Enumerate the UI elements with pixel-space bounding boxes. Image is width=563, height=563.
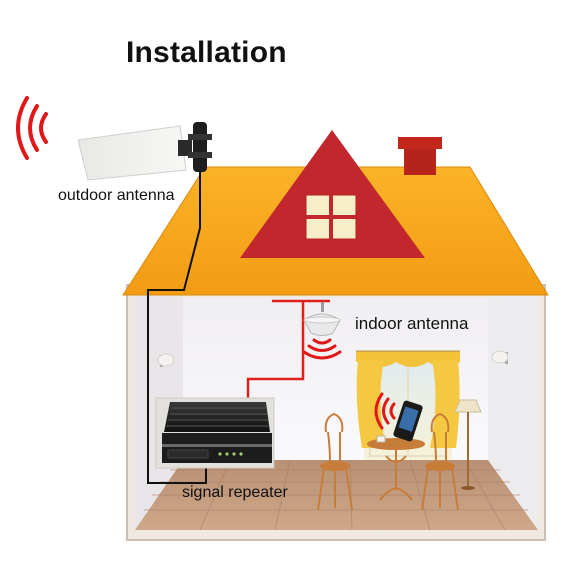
curtain-left [356, 360, 386, 448]
cup [376, 435, 386, 443]
gable-window [305, 194, 357, 240]
floor-lamp [454, 399, 482, 490]
wall-lamp-right [491, 350, 509, 364]
indoor-antenna-label: indoor antenna [355, 314, 469, 333]
wall-lamp-left [157, 353, 175, 367]
chimney [398, 137, 442, 175]
cable-outdoor-to-repeater [147, 172, 207, 484]
outdoor-antenna [77, 122, 212, 181]
roof-gable [240, 130, 425, 258]
mobile-phone-icon [393, 400, 423, 442]
roof [122, 130, 549, 296]
page-title: Installation [126, 36, 287, 69]
signal-repeater [155, 397, 275, 469]
indoor-signal-waves-icon [302, 338, 342, 360]
cable-repeater-to-indoor-antenna [246, 299, 330, 400]
outdoor-antenna-label: outdoor antenna [58, 187, 175, 204]
indoor-antenna [303, 302, 341, 336]
phone-signal-waves-icon [374, 392, 396, 430]
signal-repeater-label: signal repeater [182, 484, 288, 501]
curtain-right [430, 360, 460, 448]
outdoor-signal-waves-icon [16, 96, 48, 160]
